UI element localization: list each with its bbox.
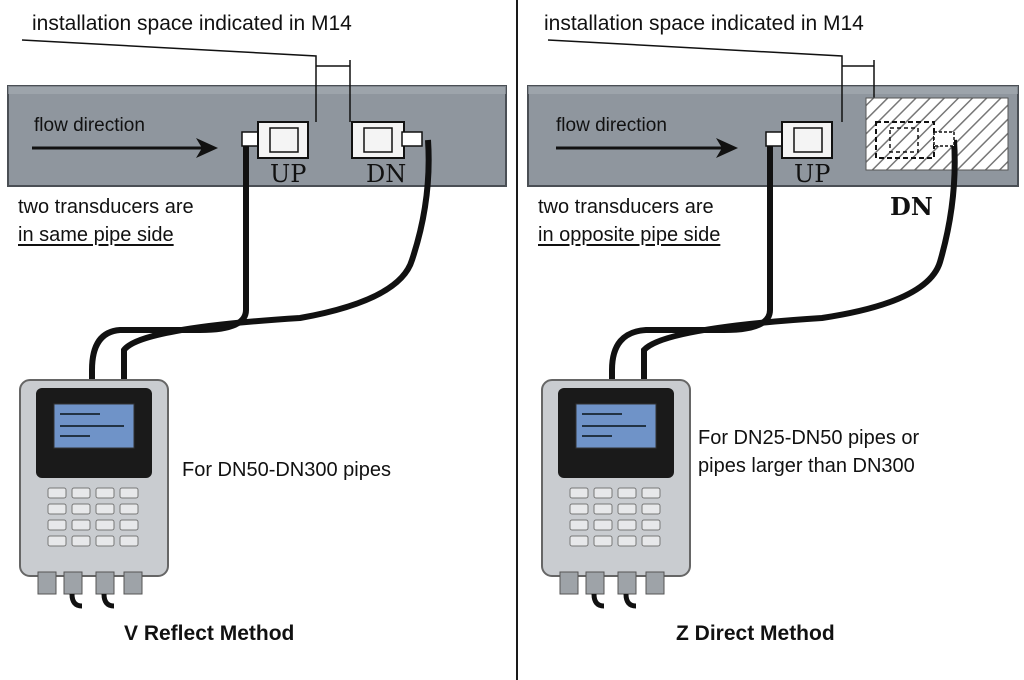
panel-divider bbox=[516, 0, 518, 680]
v-reflect-panel: installation space indicated in M14 flow… bbox=[7, 12, 507, 645]
up-transducer bbox=[241, 121, 309, 159]
up-transducer bbox=[765, 121, 833, 159]
cable-dn bbox=[641, 139, 958, 384]
flow-direction-label: flow direction bbox=[556, 115, 667, 136]
pipe-range-note-line2: pipes larger than DN300 bbox=[698, 455, 915, 477]
dn-tag: DN bbox=[366, 160, 407, 188]
pipe-range-note: For DN50-DN300 pipes bbox=[182, 459, 391, 481]
pipe-range-note-line1: For DN25-DN50 pipes or bbox=[698, 427, 920, 449]
flow-meter bbox=[541, 379, 691, 609]
flow-meter bbox=[19, 379, 169, 609]
transducer-note-line1: two transducers are bbox=[18, 196, 194, 218]
cable-up bbox=[89, 140, 249, 384]
transducer-note-line2: in same pipe side bbox=[18, 224, 174, 246]
install-space-label: installation space indicated in M14 bbox=[32, 12, 352, 35]
z-direct-panel: installation space indicated in M14 flow… bbox=[518, 0, 1024, 680]
cable-dn bbox=[121, 139, 432, 384]
dn-tag: DN bbox=[890, 192, 933, 221]
z-direct-diagram bbox=[527, 39, 1019, 609]
transducer-note-line1: two transducers are bbox=[538, 196, 714, 218]
dn-transducer bbox=[351, 121, 423, 159]
leader-line bbox=[547, 39, 843, 122]
up-tag: UP bbox=[794, 160, 831, 188]
method-title: Z Direct Method bbox=[676, 622, 835, 645]
transducer-note-line2: in opposite pipe side bbox=[538, 224, 721, 246]
cable-up bbox=[609, 140, 773, 384]
v-reflect-diagram bbox=[7, 39, 507, 609]
flow-direction-label: flow direction bbox=[34, 115, 145, 136]
install-space-label: installation space indicated in M14 bbox=[544, 12, 864, 35]
method-title: V Reflect Method bbox=[124, 622, 295, 645]
dn-transducer bbox=[875, 121, 955, 159]
dimension-marks bbox=[316, 60, 351, 122]
leader-line bbox=[21, 39, 317, 122]
up-tag: UP bbox=[270, 160, 307, 188]
